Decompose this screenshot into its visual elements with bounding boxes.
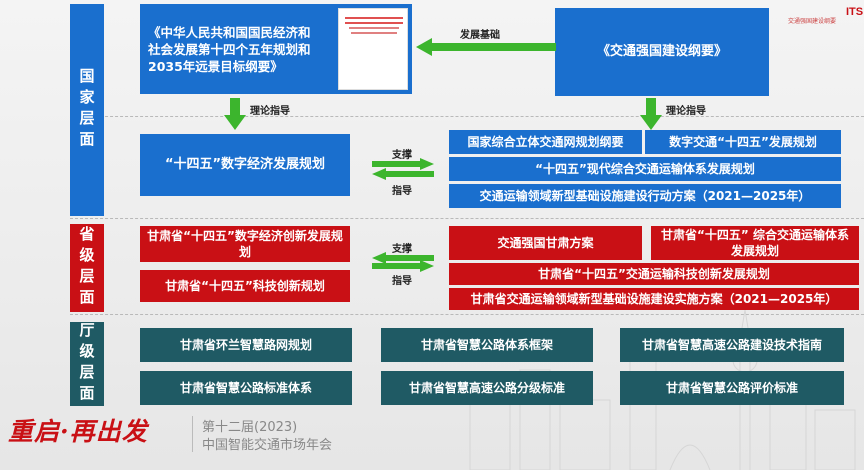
plan-infra-text: 交通运输领域新型基础设施建设行动方案（2021—2025年） <box>480 188 811 204</box>
separator-department <box>70 314 864 315</box>
footer-divider <box>192 416 193 452</box>
footer-event: 中国智能交通市场年会 <box>202 434 332 453</box>
gansu-transport-tech-text: 甘肃省“十四五”交通运输科技创新发展规划 <box>538 266 770 282</box>
theory-arrow-right <box>640 98 662 130</box>
relation-theory-label-right: 理论指导 <box>666 102 706 117</box>
dept-text-r2c2: 甘肃省智慧高速公路分级标准 <box>409 380 565 396</box>
relation-guide-label-1: 指导 <box>392 182 412 197</box>
plan-modern-system-box: “十四五”现代综合交通运输体系发展规划 <box>449 157 841 181</box>
dept-box-r2c2: 甘肃省智慧高速公路分级标准 <box>381 371 593 405</box>
gansu-digital-box: 甘肃省“十四五”数字经济创新发展规划 <box>140 226 350 262</box>
gansu-infra-box: 甘肃省交通运输领域新型基础设施建设实施方案（2021—2025年） <box>449 288 859 310</box>
dept-text-r1c1: 甘肃省环兰智慧路网规划 <box>180 337 312 353</box>
plan-digital-transport-box: 数字交通“十四五”发展规划 <box>645 130 841 154</box>
footer-session: 第十二届(2023) <box>202 416 297 435</box>
level-label-provincial: 省级层面 <box>70 224 104 312</box>
gansu-power-box: 交通强国甘肃方案 <box>449 226 642 260</box>
relation-guide-label-2: 指导 <box>392 272 412 287</box>
foundation-arrow <box>416 38 556 56</box>
transport-outline-text: 《交通强国建设纲要》 <box>597 44 727 60</box>
plan-digital-transport-text: 数字交通“十四五”发展规划 <box>669 134 817 150</box>
gansu-infra-text: 甘肃省交通运输领域新型基础设施建设实施方案（2021—2025年） <box>471 291 838 307</box>
gansu-tech-box: 甘肃省“十四五”科技创新规划 <box>140 270 350 302</box>
dept-box-r1c2: 甘肃省智慧公路体系框架 <box>381 328 593 362</box>
plan-network-box: 国家综合立体交通网规划纲要 <box>449 130 642 154</box>
dept-text-r1c3: 甘肃省智慧高速公路建设技术指南 <box>642 337 822 353</box>
guide-arrow-2 <box>372 260 434 272</box>
corner-tiny-text: 交通强国建设纲要 <box>788 16 836 25</box>
digital-economy-text: “十四五”数字经济发展规划 <box>165 157 325 173</box>
dept-box-r1c3: 甘肃省智慧高速公路建设技术指南 <box>620 328 844 362</box>
plan-infra-box: 交通运输领域新型基础设施建设行动方案（2021—2025年） <box>449 184 841 208</box>
footer-slogan: 重启·再出发 <box>8 412 148 448</box>
digital-economy-box: “十四五”数字经济发展规划 <box>140 134 350 196</box>
plan-modern-system-text: “十四五”现代综合交通运输体系发展规划 <box>535 161 755 177</box>
plan-network-text: 国家综合立体交通网规划纲要 <box>467 134 623 150</box>
national-outline-text: 《中华人民共和国国民经济和社会发展第十四个五年规划和2035年远景目标纲要》 <box>148 24 322 75</box>
book-cover-image <box>338 8 408 90</box>
gansu-system-box: 甘肃省“十四五” 综合交通运输体系发展规划 <box>651 226 859 260</box>
dept-box-r1c1: 甘肃省环兰智慧路网规划 <box>140 328 352 362</box>
dept-box-r2c3: 甘肃省智慧公路评价标准 <box>620 371 844 405</box>
transport-outline-box: 《交通强国建设纲要》 <box>555 8 769 96</box>
relation-theory-label-left: 理论指导 <box>250 102 290 117</box>
gansu-system-text: 甘肃省“十四五” 综合交通运输体系发展规划 <box>657 227 853 259</box>
level-label-department: 厅级层面 <box>70 322 104 406</box>
gansu-tech-text: 甘肃省“十四五”科技创新规划 <box>165 278 325 294</box>
corner-logo: ITS <box>846 6 863 18</box>
level-label-national: 国家层面 <box>70 4 104 216</box>
theory-arrow-left <box>224 98 246 130</box>
dept-text-r2c1: 甘肃省智慧公路标准体系 <box>180 380 312 396</box>
separator-national <box>70 116 864 117</box>
dept-text-r1c2: 甘肃省智慧公路体系框架 <box>421 337 553 353</box>
gansu-power-text: 交通强国甘肃方案 <box>497 235 593 251</box>
dept-box-r2c1: 甘肃省智慧公路标准体系 <box>140 371 352 405</box>
separator-provincial <box>70 218 864 219</box>
gansu-transport-tech-box: 甘肃省“十四五”交通运输科技创新发展规划 <box>449 263 859 285</box>
gansu-digital-text: 甘肃省“十四五”数字经济创新发展规划 <box>146 228 344 260</box>
dept-text-r2c3: 甘肃省智慧公路评价标准 <box>666 380 798 396</box>
guide-arrow-1 <box>372 168 434 180</box>
